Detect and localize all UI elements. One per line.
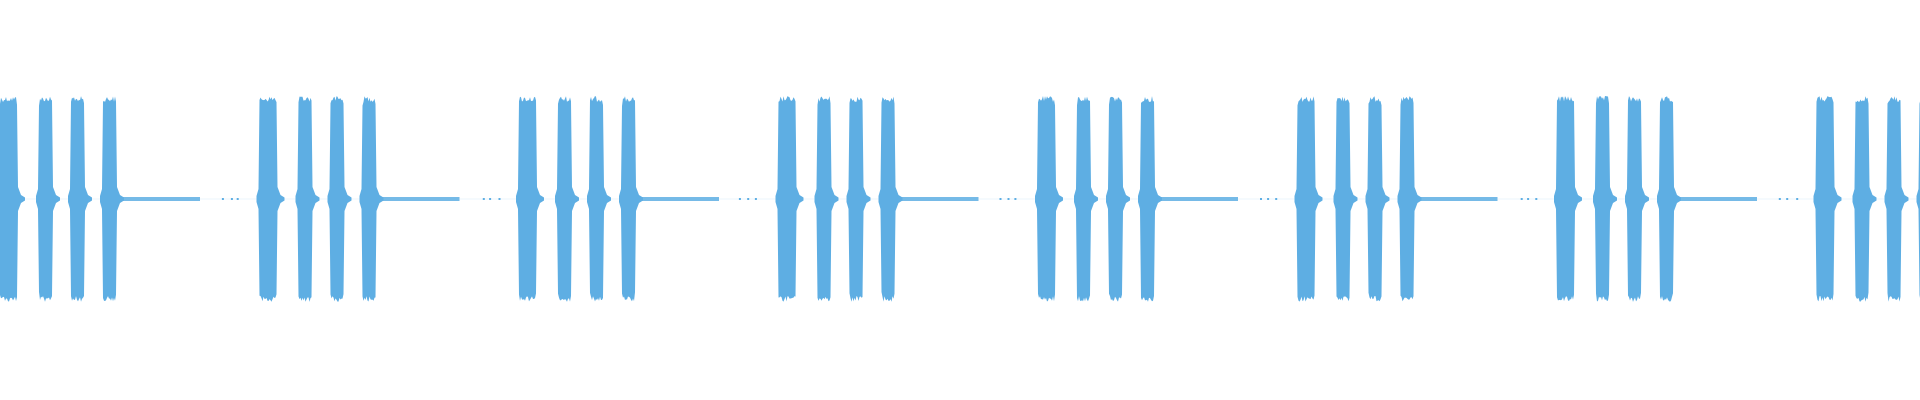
- waveform-noise-dot: [221, 198, 224, 200]
- waveform-noise-dot: [498, 198, 501, 200]
- waveform-burst: [1138, 96, 1162, 302]
- waveform-burst: [1106, 96, 1130, 302]
- waveform-tail: [1673, 197, 1757, 201]
- waveform-tail: [635, 197, 719, 201]
- waveform-noise-dot: [1527, 198, 1530, 200]
- waveform-burst: [1294, 96, 1323, 302]
- waveform-cycle: [738, 96, 979, 302]
- waveform-noise-dot: [489, 198, 492, 200]
- waveform-burst: [1365, 96, 1390, 302]
- waveform-tail: [116, 197, 200, 201]
- waveform-noise-dot: [1778, 198, 1781, 200]
- waveform-noise-dot: [230, 198, 233, 200]
- waveform-noise-dot: [1796, 198, 1799, 200]
- waveform-burst: [1657, 96, 1681, 302]
- waveform-burst: [1074, 96, 1098, 302]
- waveform-burst: [1397, 96, 1422, 302]
- waveform-noise-dot: [236, 198, 239, 200]
- waveform-noise-dot: [1535, 198, 1538, 200]
- waveform-burst: [1035, 96, 1063, 302]
- waveform-burst: [1593, 96, 1617, 302]
- waveform-burst: [327, 96, 352, 302]
- waveform-burst: [587, 96, 611, 302]
- waveform-tail: [1413, 197, 1498, 201]
- waveform-tail: [894, 197, 979, 201]
- waveform-burst: [1884, 96, 1909, 302]
- waveform-burst: [1333, 96, 1358, 302]
- waveform-cycle: [1778, 96, 1920, 302]
- waveform-cycle: [482, 96, 719, 302]
- waveform-burst: [846, 96, 871, 302]
- waveform-burst: [359, 96, 384, 302]
- waveform-burst: [295, 96, 320, 302]
- waveform-burst: [1625, 96, 1649, 302]
- waveform-noise-dot: [1007, 198, 1010, 200]
- waveform-burst: [1554, 96, 1582, 302]
- waveform-noise-dot: [754, 198, 757, 200]
- waveform-noise-dot: [1267, 198, 1270, 200]
- waveform-burst: [1852, 96, 1877, 302]
- waveform-burst: [814, 96, 839, 302]
- waveform-noise-dot: [1520, 198, 1523, 200]
- waveform-cycle: [221, 96, 460, 302]
- waveform-noise-dot: [482, 198, 485, 200]
- waveform-noise-dot: [999, 198, 1002, 200]
- waveform-burst: [68, 96, 92, 302]
- waveform-noise-dot: [738, 198, 741, 200]
- waveform-tail: [1154, 197, 1238, 201]
- waveform-burst: [516, 96, 544, 302]
- waveform-burst: [1916, 101, 1920, 298]
- waveform-noise-dot: [1786, 198, 1789, 200]
- waveform-noise-dot: [1275, 198, 1278, 200]
- waveform-cycle: [0, 96, 200, 302]
- waveform-burst: [1813, 96, 1842, 302]
- waveform-noise-dot: [1260, 198, 1262, 200]
- waveform-cycle: [1260, 96, 1498, 302]
- waveform-burst: [555, 96, 579, 302]
- waveform-burst: [619, 96, 643, 302]
- waveform-burst: [775, 96, 804, 302]
- waveform-burst: [0, 97, 25, 302]
- waveform-burst: [878, 96, 903, 302]
- waveform-cycle: [1520, 96, 1757, 302]
- waveform-burst: [36, 96, 60, 302]
- waveform-noise-dot: [747, 198, 750, 200]
- waveform-burst: [256, 96, 285, 302]
- waveform-tail: [375, 197, 460, 201]
- waveform-noise-dot: [1014, 198, 1017, 200]
- waveform-cycle: [999, 96, 1238, 302]
- waveform-burst: [100, 96, 124, 302]
